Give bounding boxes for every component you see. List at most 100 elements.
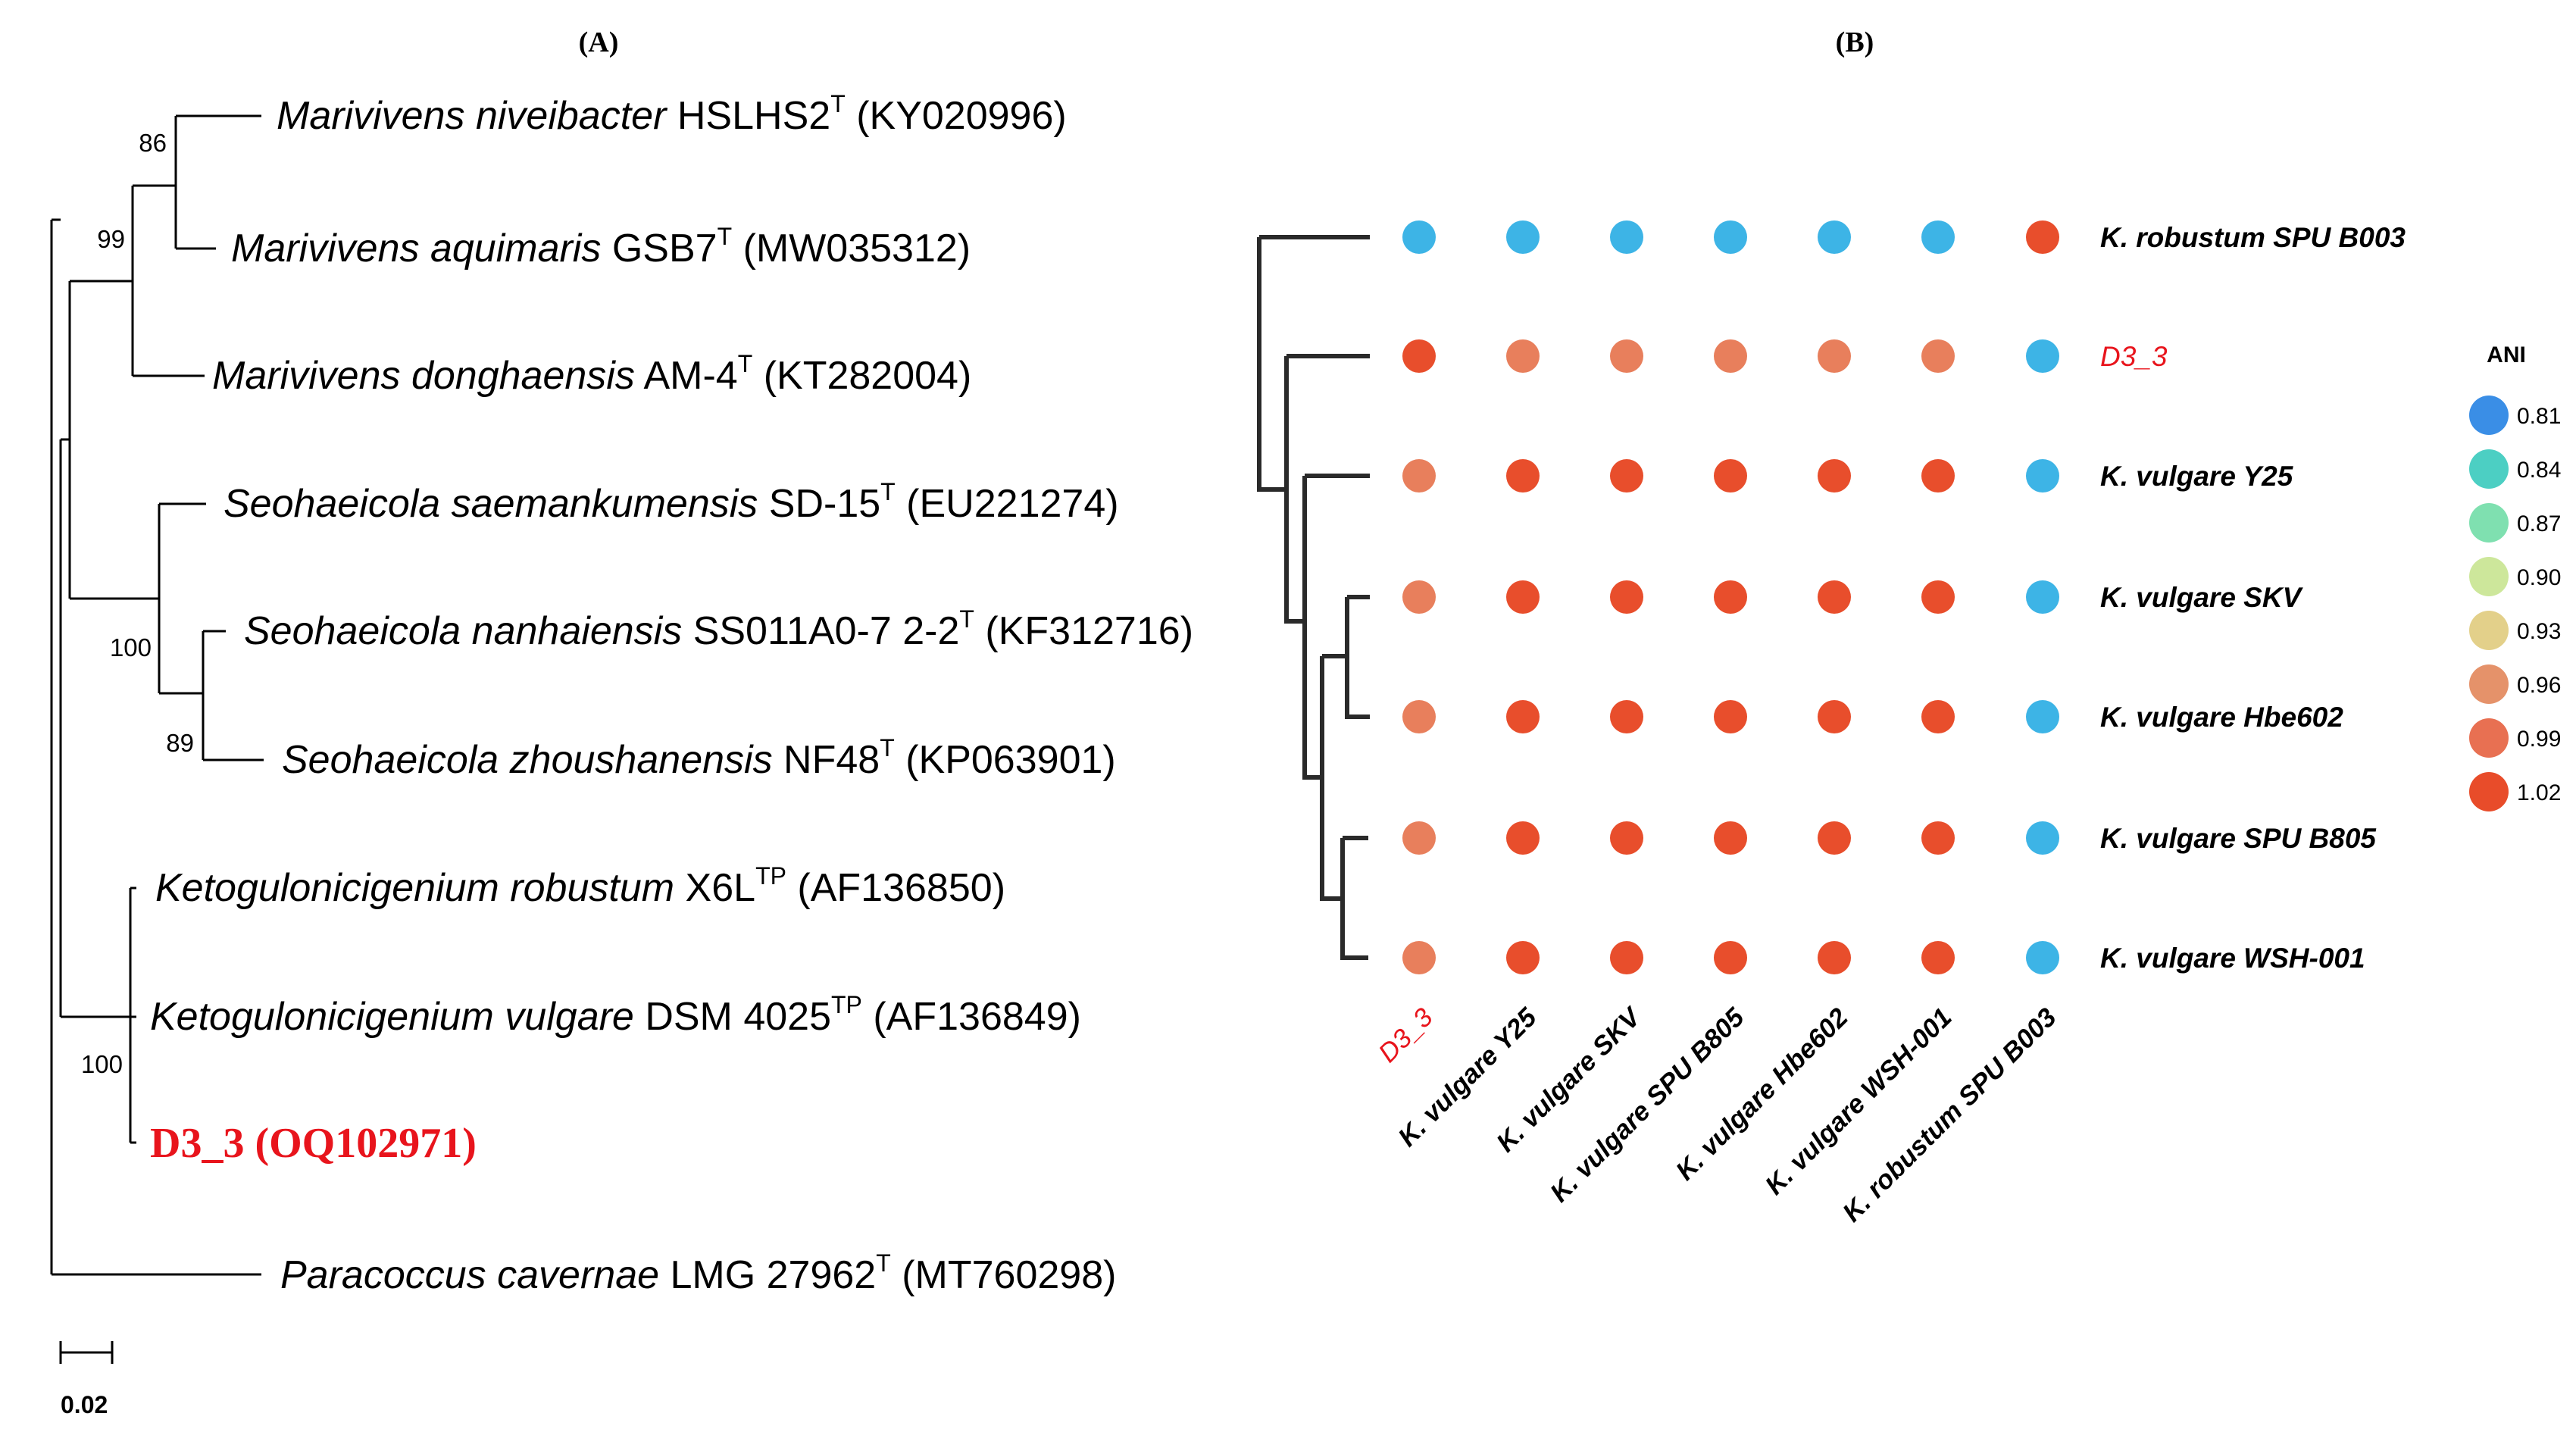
legend-value: 0.99 xyxy=(2517,727,2561,752)
bootstrap-value: 86 xyxy=(139,129,167,157)
taxon-label-donghaensis: Marivivens donghaensis AM-4T (KT282004) xyxy=(212,350,971,398)
legend-swatch xyxy=(2469,772,2509,811)
legend-swatch xyxy=(2469,611,2509,650)
dendro-node-skv-hbe-upper xyxy=(1322,595,1370,719)
legend-value: 1.02 xyxy=(2517,780,2561,805)
taxon-strain: SD-15 xyxy=(769,482,880,526)
legend-value: 0.84 xyxy=(2517,458,2561,483)
ani-column-label: K. vulgare WSH-001 xyxy=(1759,1002,1957,1200)
taxon-accession: (KP063901) xyxy=(905,738,1116,782)
legend-swatch xyxy=(2469,718,2509,758)
taxon-label-nanhaiensis: Seohaeicola nanhaiensis SS011A0-7 2-2T (… xyxy=(244,605,1193,653)
ani-dot xyxy=(1506,339,1540,373)
taxon-strain: GSB7 xyxy=(612,227,717,270)
bootstrap-value: 99 xyxy=(97,225,125,253)
taxon-strain: HSLHS2 xyxy=(677,94,830,138)
ani-column-label: D3_3 xyxy=(1373,1002,1439,1068)
ani-dot xyxy=(1402,459,1436,492)
ani-column-label: K. vulgare SPU B805 xyxy=(1545,1002,1750,1208)
ani-dot xyxy=(2026,580,2059,614)
ani-dot xyxy=(1610,941,1643,974)
taxon-strain: NF48 xyxy=(783,738,880,782)
ani-column-label: K. robustum SPU B003 xyxy=(1837,1002,2062,1227)
dendro-node-skv-hbe xyxy=(1340,836,1368,960)
ani-dot xyxy=(1714,220,1747,254)
ani-dot xyxy=(1506,580,1540,614)
ani-dot xyxy=(1818,821,1851,855)
type-strain-mark: T xyxy=(880,734,895,761)
ani-dot xyxy=(1506,220,1540,254)
dendro-node-d33 xyxy=(1284,356,1305,624)
taxon-name: Paracoccus cavernae xyxy=(280,1253,659,1297)
ani-dot xyxy=(1921,700,1955,733)
type-strain-mark: T xyxy=(880,478,896,505)
legend-value: 0.81 xyxy=(2517,404,2561,429)
ani-dot xyxy=(1610,220,1643,254)
ani-dot xyxy=(1402,700,1436,733)
phylogenetic-tree xyxy=(50,114,264,1364)
taxon-strain: AM-4 xyxy=(643,354,737,398)
taxon-name: Ketogulonicigenium vulgare xyxy=(150,995,634,1039)
legend-value: 0.90 xyxy=(2517,565,2561,590)
ani-dot xyxy=(1921,580,1955,614)
ani-row-label: K. robustum SPU B003 xyxy=(2100,222,2406,253)
ani-dot xyxy=(1818,700,1851,733)
taxon-accession: (AF136849) xyxy=(873,995,1081,1039)
legend-value: 0.96 xyxy=(2517,673,2561,698)
ani-dot xyxy=(2026,941,2059,974)
ani-dot xyxy=(1714,941,1747,974)
taxon-label-zhoushanensis: Seohaeicola zhoushanensis NF48T (KP06390… xyxy=(282,734,1116,782)
ani-dot xyxy=(1714,821,1747,855)
ani-dot xyxy=(1714,700,1747,733)
legend-swatch xyxy=(2469,396,2509,435)
legend-swatch xyxy=(2469,664,2509,704)
taxon-name: Ketogulonicigenium robustum xyxy=(155,866,674,910)
ani-row-label: K. vulgare SPU B805 xyxy=(2100,823,2377,854)
taxon-accession: (KF312716) xyxy=(985,609,1193,653)
legend-swatch xyxy=(2469,503,2509,543)
legend-swatch xyxy=(2469,557,2509,596)
ani-dendrogram xyxy=(1257,235,1370,960)
ani-dot xyxy=(1506,459,1540,492)
ani-dot xyxy=(1818,220,1851,254)
ani-dot xyxy=(1818,339,1851,373)
ani-dot xyxy=(2026,821,2059,855)
ani-legend-title: ANI xyxy=(2487,342,2526,367)
type-strain-mark: T xyxy=(876,1249,891,1277)
type-strain-mark: T xyxy=(738,350,753,377)
ani-dot xyxy=(1714,459,1747,492)
ani-row-label: K. vulgare Y25 xyxy=(2100,461,2294,492)
ani-dot xyxy=(2026,459,2059,492)
ani-dot xyxy=(1610,821,1643,855)
panel-a-label: (A) xyxy=(579,27,619,58)
type-strain-mark: TP xyxy=(755,862,786,890)
ani-row-label: K. vulgare Hbe602 xyxy=(2100,702,2343,733)
taxon-name: Marivivens niveibacter xyxy=(277,94,668,138)
taxon-strain: LMG 27962 xyxy=(671,1253,877,1297)
type-strain-mark: T xyxy=(830,90,846,117)
bootstrap-value: 89 xyxy=(166,729,194,757)
taxon-accession: (KY020996) xyxy=(856,94,1067,138)
ani-dot xyxy=(1921,821,1955,855)
dendro-node-lower xyxy=(1320,656,1344,901)
ani-row-label: D3_3 xyxy=(2100,341,2168,372)
type-strain-mark: TP xyxy=(831,991,862,1018)
ani-dot xyxy=(1818,459,1851,492)
ani-dot xyxy=(1506,821,1540,855)
ani-dot xyxy=(2026,220,2059,254)
type-strain-mark: T xyxy=(717,223,733,250)
ani-dot xyxy=(1610,580,1643,614)
taxon-label-niveibacter: Marivivens niveibacter HSLHS2T (KY020996… xyxy=(277,90,1067,138)
ani-dot-grid xyxy=(1402,220,2059,974)
taxon-strain: DSM 4025 xyxy=(645,995,831,1039)
ani-row-label: K. vulgare SKV xyxy=(2100,582,2304,613)
taxon-name: Marivivens donghaensis xyxy=(212,354,635,398)
ani-dot xyxy=(1506,700,1540,733)
taxon-label-vulgare: Ketogulonicigenium vulgare DSM 4025TP (A… xyxy=(150,991,1081,1039)
taxon-accession: (AF136850) xyxy=(797,866,1005,910)
ani-dot xyxy=(1714,339,1747,373)
ani-dot xyxy=(1610,459,1643,492)
